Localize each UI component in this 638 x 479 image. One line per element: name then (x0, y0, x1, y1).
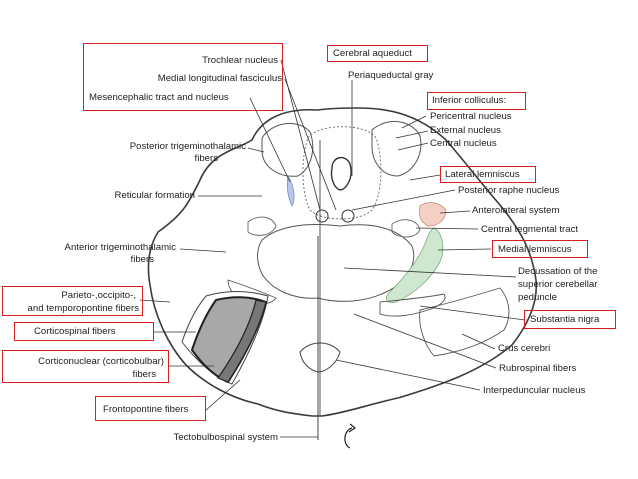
label-corticospinal: Corticospinal fibers (34, 326, 116, 337)
label-rubrospinal: Rubrospinal fibers (499, 363, 577, 374)
label-mesencephalic-tract: Mesencephalic tract and nucleus (89, 92, 229, 103)
highlight-box-substantia-nigra (524, 310, 616, 329)
label-decussation-2: superior cerebellar (518, 279, 598, 290)
highlight-box-cerebral-aqueduct (327, 45, 428, 62)
highlight-box-corticonuclear (2, 350, 169, 383)
label-anterior-trigeminothalamic-1: Anterior trigeminothalamic (64, 242, 176, 253)
crus-cerebri-right (419, 287, 510, 357)
right-colliculus (371, 121, 422, 177)
leader-lines (139, 59, 526, 438)
label-medial-lemniscus: Medial lemniscus (498, 244, 572, 255)
corticospinal-dark-stripe (217, 299, 267, 383)
label-anterolateral-system: Anterolateral system (472, 205, 560, 216)
label-posterior-trigeminothalamic-2: fibers (194, 153, 218, 164)
label-crus-cerebri: Crus cerebri (498, 343, 551, 354)
label-corticonuclear-1: Corticonuclear (corticobulbar) (38, 356, 164, 367)
cerebral-aqueduct-shape (330, 157, 352, 191)
orientation-arrow-icon (344, 427, 353, 449)
left-colliculus (261, 123, 314, 177)
highlight-box-parieto (2, 286, 143, 316)
highlight-box-inferior-colliculus (427, 92, 526, 110)
label-posterior-raphe: Posterior raphe nucleus (458, 185, 560, 196)
label-tectobulbospinal: Tectobulbospinal system (173, 432, 278, 443)
label-decussation-3: peduncle (518, 292, 557, 303)
trochlear-nucleus-left (315, 209, 329, 223)
label-external-nucleus: External nucleus (430, 125, 501, 136)
periaqueductal-gray-boundary (302, 126, 382, 220)
highlight-box-lateral-lemniscus (440, 166, 536, 183)
label-central-nucleus: Central nucleus (430, 138, 497, 149)
substantia-nigra-right (379, 293, 446, 317)
central-tegmental-tract-left (247, 216, 277, 236)
label-parieto-2: and temporopontine fibers (27, 303, 139, 314)
label-substantia-nigra: Substantia nigra (530, 314, 600, 325)
highlight-box-frontopontine (95, 396, 206, 421)
decussation-region (257, 224, 415, 302)
label-periaqueductal-gray: Periaqueductal gray (348, 70, 434, 81)
highlight-box-left-top (83, 43, 283, 111)
label-frontopontine: Frontopontine fibers (103, 404, 189, 415)
highlight-box-corticospinal (14, 322, 154, 341)
label-interpeduncular: Interpeduncular nucleus (483, 385, 586, 396)
anterolateral-system-shape (418, 202, 447, 227)
label-lateral-lemniscus: Lateral lemniscus (445, 169, 520, 180)
label-decussation-1: Decussation of the (518, 266, 598, 277)
mesencephalic-tract-shape (286, 174, 295, 207)
label-trochlear-nucleus: Trochlear nucleus (202, 55, 278, 66)
label-posterior-trigeminothalamic-1: Posterior trigeminothalamic (129, 141, 246, 152)
label-cerebral-aqueduct: Cerebral aqueduct (333, 48, 412, 59)
label-corticonuclear-2: fibers (132, 369, 156, 380)
label-parieto-1: Parieto-,occipito-, (61, 290, 136, 301)
label-pericentral-nucleus: Pericentral nucleus (430, 111, 512, 122)
central-tegmental-tract-right (391, 219, 421, 238)
trochlear-nucleus-right (341, 209, 355, 223)
label-mlf: Medial longitudinal fasciculus (157, 73, 282, 84)
highlight-box-medial-lemniscus (492, 240, 588, 258)
label-inferior-colliculus: Inferior colliculus: (432, 95, 507, 106)
label-reticular-formation: Reticular formation (114, 190, 195, 201)
label-anterior-trigeminothalamic-2: fibers (130, 254, 154, 265)
label-central-tegmental-tract: Central tegmental tract (481, 224, 579, 235)
